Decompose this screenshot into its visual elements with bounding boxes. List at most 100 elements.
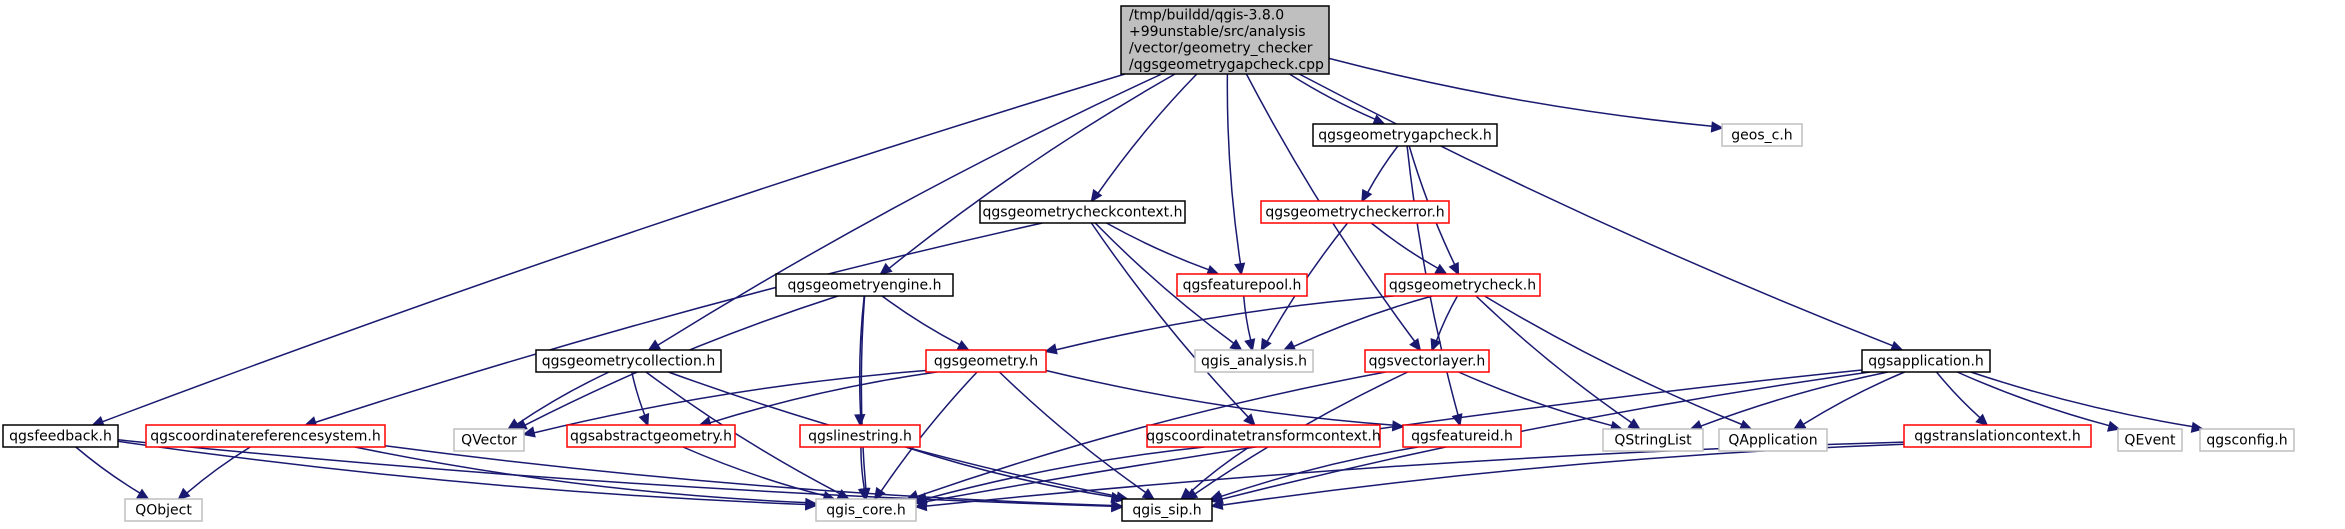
node-box <box>1602 428 1704 452</box>
arrowhead <box>857 487 869 501</box>
node-qgsfeedback-h[interactable]: qgsfeedback.h <box>2 424 119 448</box>
node-box <box>979 200 1186 224</box>
node-label: /tmp/buildd/qgis-3.8.0 <box>1129 8 1284 24</box>
node-qgsabstractgeometry-h[interactable]: qgsabstractgeometry.h <box>566 424 736 448</box>
edge-qgsgeometrycheck_h-to-qgsvectorlayer_h <box>1430 295 1459 352</box>
arrowhead <box>1244 338 1256 352</box>
node-qgsfeatureid-h[interactable]: qgsfeatureid.h <box>1402 424 1522 448</box>
node-box <box>1146 424 1381 448</box>
edge-qgsgeometrygapcheck_h-to-qgsgeometrycheckerror_h <box>1361 145 1399 203</box>
node-box <box>535 349 722 373</box>
node-qgis-core-h[interactable]: qgis_core.h <box>815 498 917 522</box>
nodes-layer: /tmp/buildd/qgis-3.8.0+99unstable/src/an… <box>2 5 2295 522</box>
edge-qgsgeometry_h-to-qgsabstractgeometry_h <box>698 371 938 428</box>
edge-line <box>1221 371 1871 500</box>
edge-line <box>117 440 807 506</box>
arrowhead <box>914 492 928 504</box>
edge-line <box>1288 73 1376 120</box>
edge-root-to-qgsapplication_h <box>1298 73 1904 352</box>
node-label: qgis_analysis.h <box>1201 353 1307 369</box>
arrowhead <box>1282 340 1297 351</box>
node-label: qgsgeometry.h <box>934 353 1038 369</box>
node-qgis-sip-h[interactable]: qgis_sip.h <box>1121 498 1213 522</box>
node-qgsgeometrycheck-h[interactable]: qgsgeometrycheck.h <box>1384 273 1541 297</box>
edge-line <box>905 446 1113 498</box>
node-box <box>1384 273 1541 297</box>
arrowhead <box>854 413 866 427</box>
edge-line <box>1293 295 1433 348</box>
arrowhead <box>1448 261 1460 276</box>
node-qapplication[interactable]: QApplication <box>1718 428 1828 452</box>
edge-line <box>880 371 978 492</box>
edge-line <box>384 445 1113 507</box>
node-box <box>815 498 917 522</box>
node-box <box>1903 424 2092 448</box>
arrowhead <box>522 426 536 438</box>
arrowhead <box>1260 337 1272 352</box>
node-qgsgeometrycheckerror-h[interactable]: qgsgeometrycheckerror.h <box>1260 200 1450 224</box>
edge-line <box>1298 73 1894 347</box>
arrowhead <box>1710 121 1724 133</box>
node-box <box>1721 123 1803 147</box>
node-label: QStringList <box>1614 432 1692 448</box>
node-qgsapplication-h[interactable]: qgsapplication.h <box>1861 349 1991 373</box>
node-qvector[interactable]: QVector <box>453 428 525 452</box>
node-label: qgis_sip.h <box>1132 502 1201 518</box>
arrowhead <box>1234 262 1246 276</box>
arrowhead <box>1141 488 1156 501</box>
edge-line <box>1106 222 1210 271</box>
edge-line <box>1242 295 1252 341</box>
arrowhead <box>506 418 521 431</box>
edge-line <box>354 446 807 504</box>
node-qgslinestring-h[interactable]: qgslinestring.h <box>799 424 921 448</box>
node-box <box>2199 428 2295 452</box>
node-label: qgsgeometrycheck.h <box>1389 277 1536 293</box>
node-label: qgsfeaturepool.h <box>1183 277 1302 293</box>
node-box <box>1120 5 1330 75</box>
node-box <box>1402 424 1522 448</box>
edge-qgsabstractgeometry_h-to-qgis_core_h <box>682 446 836 502</box>
node-qgscoordinatereferencesystem-h[interactable]: qgscoordinatereferencesystem.h <box>145 424 386 448</box>
node-qgstranslationcontext-h[interactable]: qgstranslationcontext.h <box>1903 424 2092 448</box>
node-box <box>124 498 203 522</box>
edges-layer <box>75 57 2205 513</box>
node-qgsgeometrycollection-h[interactable]: qgsgeometrycollection.h <box>535 349 722 373</box>
node-qgsgeometrygapcheck-h[interactable]: qgsgeometrygapcheck.h <box>1312 123 1498 147</box>
edge-line <box>1097 73 1198 194</box>
node-label: /qgsgeometrygapcheck.cpp <box>1129 57 1324 73</box>
arrowhead <box>1361 188 1373 203</box>
node-qgis-analysis-h[interactable]: qgis_analysis.h <box>1194 349 1314 373</box>
node-qgscoordinatetransformcontext-h[interactable]: qgscoordinatetransformcontext.h <box>1146 424 1381 448</box>
edge-qgsgeometrycheckcontext_h-to-qgscoordinatereferencesystem_h <box>303 222 1043 428</box>
edge-qgscoordinatereferencesystem_h-to-qgis_core_h <box>354 446 818 510</box>
node-box <box>2117 428 2183 452</box>
node-label: qgsgeometrycollection.h <box>542 353 715 369</box>
node-geos-c-h[interactable]: geos_c.h <box>1721 123 1803 147</box>
node-box <box>925 349 1047 373</box>
edge-line <box>888 73 1176 269</box>
node-qstringlist[interactable]: QStringList <box>1602 428 1704 452</box>
node-qgsfeaturepool-h[interactable]: qgsfeaturepool.h <box>1176 273 1308 297</box>
edge-root-to-qgsgeometryengine_h <box>879 73 1176 276</box>
node-qgsvectorlayer-h[interactable]: qgsvectorlayer.h <box>1364 349 1490 373</box>
edge-qgscoordinatereferencesystem_h-to-qgis_sip_h <box>384 445 1124 512</box>
edge-qgsvectorlayer_h-to-qstringlist <box>1458 371 1624 432</box>
edge-qgscoordinatetransformcontext_h-to-qgis_sip_h <box>1179 446 1250 501</box>
arrowhead <box>1451 413 1463 427</box>
arrowhead <box>1090 188 1103 203</box>
node-qgsgeometryengine-h[interactable]: qgsgeometryengine.h <box>775 273 954 297</box>
node-box <box>775 273 954 297</box>
edge-qgsfeaturepool_h-to-qgis_analysis_h <box>1242 295 1256 352</box>
node-label: qgslinestring.h <box>808 428 912 444</box>
edge-line <box>1700 371 1889 427</box>
edge-qgsapplication_h-to-qstringlist <box>1689 371 1889 431</box>
node-label: qgscoordinatereferencesystem.h <box>150 428 381 444</box>
edge-qgsgeometrycheckcontext_h-to-qgis_analysis_h <box>1094 222 1243 352</box>
node-qgsgeometry-h[interactable]: qgsgeometry.h <box>925 349 1047 373</box>
node-qevent[interactable]: QEvent <box>2117 428 2183 452</box>
node-box <box>1194 349 1314 373</box>
node-qobject[interactable]: QObject <box>124 498 203 522</box>
node-qgsconfig-h[interactable]: qgsconfig.h <box>2199 428 2295 452</box>
arrowhead <box>136 488 150 500</box>
node-qgsgeometrycheckcontext-h[interactable]: qgsgeometrycheckcontext.h <box>979 200 1186 224</box>
